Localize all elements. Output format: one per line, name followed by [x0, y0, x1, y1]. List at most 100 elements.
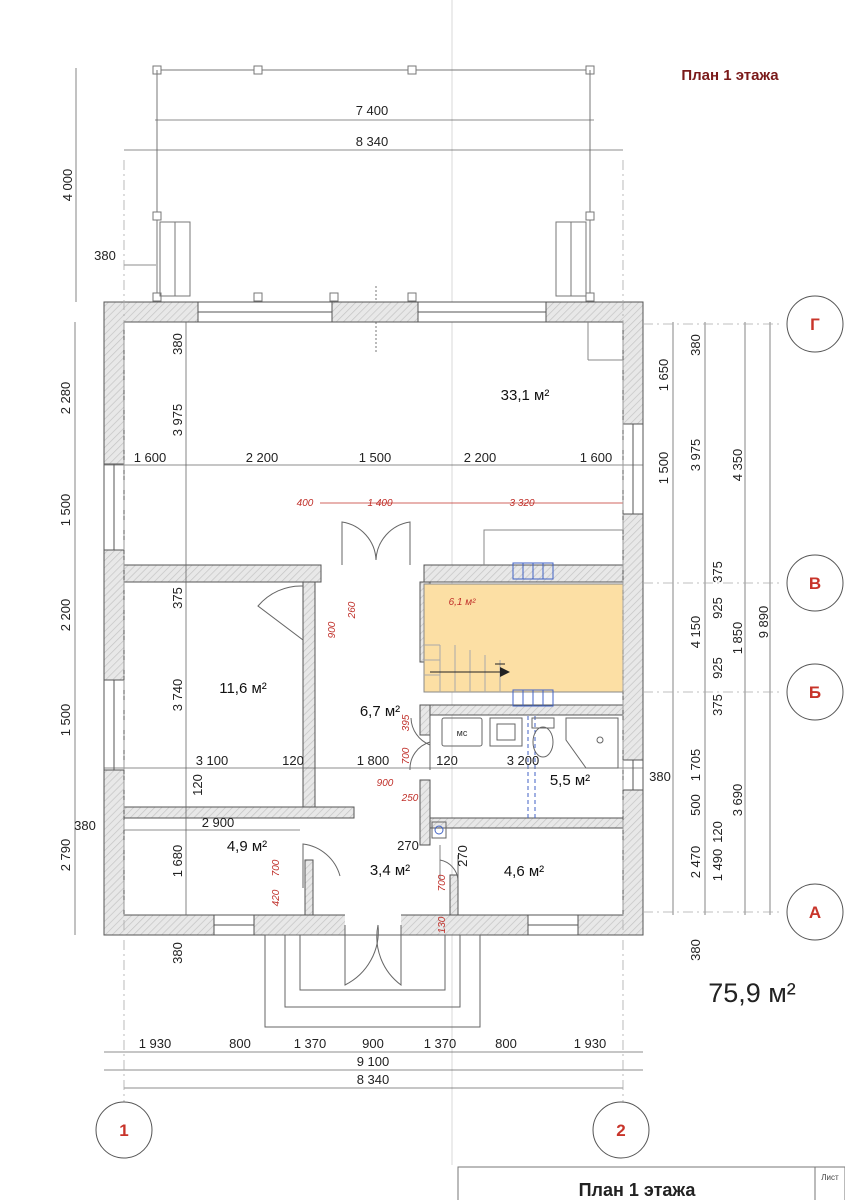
dim-label: 375 [170, 587, 185, 609]
boiler-label: мс [457, 728, 468, 738]
room-area-stair: 6,1 м² [449, 597, 477, 608]
room-area-living: 33,1 м² [501, 387, 550, 404]
plan-title: План 1 этажа [681, 67, 779, 84]
dim-label: 900 [362, 1036, 384, 1051]
dim-label-red: 395 [401, 714, 412, 731]
dim-label: 4 350 [730, 449, 745, 482]
svg-text:2: 2 [616, 1121, 625, 1140]
dim-label: 925 [710, 597, 725, 619]
sheet-label: Лист [821, 1173, 839, 1182]
dim-label: 925 [710, 657, 725, 679]
dim-label: 380 [688, 939, 703, 961]
staircase [423, 583, 624, 693]
dim-label: 8 340 [356, 134, 389, 149]
room-area-boiler: 4,6 м² [504, 863, 544, 880]
dim-label-red: 700 [271, 859, 282, 876]
dim-label: 800 [229, 1036, 251, 1051]
axis-bubble-b: Б [786, 663, 844, 721]
total-area: 75,9 м² [708, 978, 796, 1008]
terrace [152, 65, 595, 352]
dim-label: 800 [495, 1036, 517, 1051]
doors [257, 521, 459, 888]
kitchen-counter [483, 322, 623, 565]
axis-bubble-g: Г [786, 295, 844, 353]
windows [103, 301, 644, 936]
dim-label: 9 890 [756, 606, 771, 639]
room-area-bath: 5,5 м² [550, 772, 590, 789]
dim-label: 3 100 [196, 753, 229, 768]
room-area-bedroom: 11,6 м² [219, 680, 267, 697]
grid-axes: Г В Б А 1 2 [95, 295, 844, 1159]
dim-label-red: 700 [401, 747, 412, 764]
dim-label: 7 400 [356, 103, 389, 118]
dim-label: 120 [190, 774, 205, 796]
room-area-study: 4,9 м² [227, 838, 267, 855]
dim-label: 1 500 [359, 450, 392, 465]
dim-label: 1 680 [170, 845, 185, 878]
dim-label-red: 400 [297, 498, 314, 509]
dim-label: 4 000 [60, 169, 75, 202]
dim-label: 120 [710, 821, 725, 843]
axis-bubble-v: В [786, 554, 844, 612]
dim-label: 380 [649, 769, 671, 784]
dim-label-red: 420 [271, 889, 282, 906]
dim-label: 2 790 [58, 839, 73, 872]
dim-label: 1 800 [357, 753, 390, 768]
dim-label-red: 700 [437, 874, 448, 891]
entrance-porch [264, 912, 481, 1028]
axis-bubble-2: 2 [592, 1101, 650, 1159]
dim-label: 270 [397, 838, 419, 853]
dim-label: 270 [455, 845, 470, 867]
dimension-texts: 7 400 8 340 4 000 380 2 280 1 500 2 200 … [58, 103, 771, 1087]
axis-bubble-a: А [786, 883, 844, 941]
dim-label: 1 370 [294, 1036, 327, 1051]
dim-label: 1 850 [730, 622, 745, 655]
dim-label: 1 705 [688, 749, 703, 782]
dim-label-red: 3 320 [509, 498, 534, 509]
dim-label: 3 690 [730, 784, 745, 817]
dim-label: 1 600 [134, 450, 167, 465]
dim-label: 2 280 [58, 382, 73, 415]
dim-label: 3 200 [507, 753, 540, 768]
dim-label: 3 975 [688, 439, 703, 472]
dim-label-red: 1 400 [367, 498, 392, 509]
dim-label: 375 [710, 694, 725, 716]
dim-label: 500 [688, 794, 703, 816]
svg-text:А: А [809, 903, 821, 922]
dim-label: 375 [710, 561, 725, 583]
dim-label: 2 200 [464, 450, 497, 465]
dim-label: 3 975 [170, 404, 185, 437]
dim-label: 380 [170, 942, 185, 964]
dim-label: 1 930 [574, 1036, 607, 1051]
svg-text:Б: Б [809, 683, 821, 702]
dim-label-red: 250 [401, 793, 419, 804]
dim-label: 2 200 [246, 450, 279, 465]
room-area-hall: 6,7 м² [360, 703, 400, 720]
dim-label: 1 500 [58, 704, 73, 737]
room-areas: 33,1 м² 11,6 м² 6,7 м² 6,1 м² 5,5 м² 4,9… [219, 387, 590, 880]
title-block: План 1 этажа Лист [457, 1166, 845, 1200]
dim-label-red: 130 [437, 916, 448, 933]
svg-text:1: 1 [119, 1121, 128, 1140]
svg-text:Г: Г [810, 315, 820, 334]
dim-label: 380 [688, 334, 703, 356]
axis-bubble-1: 1 [95, 1101, 153, 1159]
dim-label: 120 [436, 753, 458, 768]
room-area-vestibule: 3,4 м² [370, 862, 410, 879]
dim-label: 120 [282, 753, 304, 768]
dim-label: 4 150 [688, 616, 703, 649]
dim-label: 380 [94, 248, 116, 263]
dim-label: 1 650 [656, 359, 671, 392]
dim-label-red: 900 [377, 778, 394, 789]
footer-title: План 1 этажа [579, 1180, 697, 1200]
dim-label: 2 470 [688, 846, 703, 879]
dim-label: 1 490 [710, 849, 725, 882]
dim-label: 1 370 [424, 1036, 457, 1051]
dim-label: 1 600 [580, 450, 613, 465]
dim-label: 1 500 [656, 452, 671, 485]
dim-label: 2 900 [202, 815, 235, 830]
dim-label-red: 900 [327, 621, 338, 638]
dim-label: 380 [170, 333, 185, 355]
svg-text:В: В [809, 574, 821, 593]
